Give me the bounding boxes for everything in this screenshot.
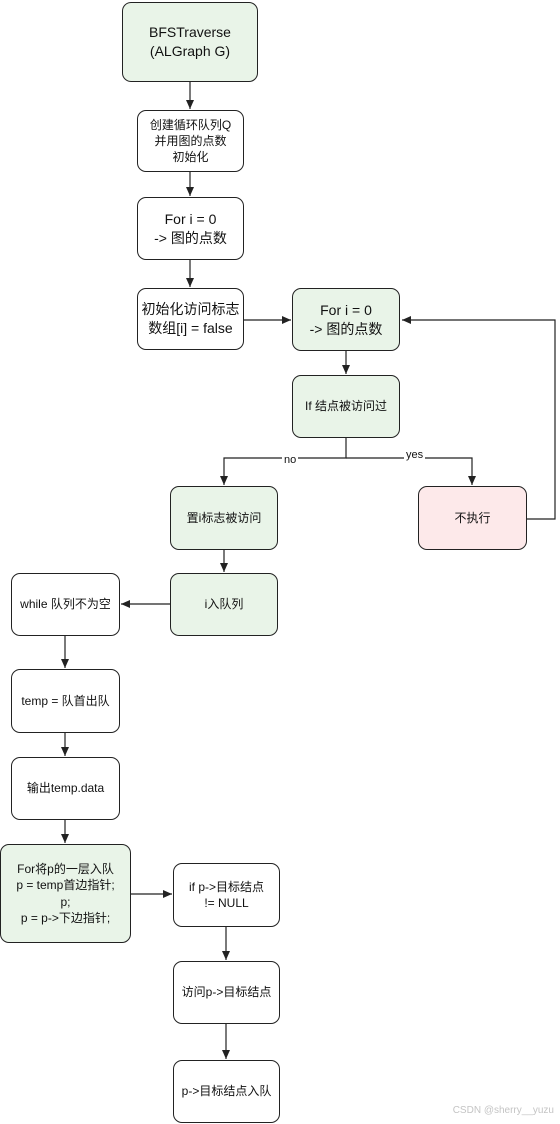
node-while-not-empty: while 队列不为空 bbox=[11, 573, 120, 636]
node-set-visited: 置i标志被访问 bbox=[170, 486, 278, 550]
node-dequeue: temp = 队首出队 bbox=[11, 669, 120, 733]
node-visit-target: 访问p->目标结点 bbox=[173, 961, 280, 1024]
node-if-visited: If 结点被访问过 bbox=[292, 375, 400, 438]
node-if-target: if p->目标结点 != NULL bbox=[173, 863, 280, 927]
node-for-loop: For i = 0 -> 图的点数 bbox=[292, 288, 400, 351]
node-skip: 不执行 bbox=[418, 486, 527, 550]
edge-skip-loopback bbox=[402, 316, 556, 520]
watermark: CSDN @sherry__yuzu bbox=[452, 1105, 554, 1116]
node-enqueue-target: p->目标结点入队 bbox=[173, 1060, 280, 1123]
edge-label-no: no bbox=[282, 454, 299, 466]
node-bfs-traverse: BFSTraverse (ALGraph G) bbox=[122, 2, 258, 82]
node-output: 输出temp.data bbox=[11, 757, 120, 820]
node-for-layer: For将p的一层入队 p = temp首边指针; p; p = p->下边指针; bbox=[0, 844, 131, 943]
node-init-visited: 初始化访问标志 数组[i] = false bbox=[137, 288, 244, 350]
node-for-init: For i = 0 -> 图的点数 bbox=[137, 197, 244, 260]
edge-label-yes: yes bbox=[404, 449, 426, 461]
edge-if-yes bbox=[346, 457, 476, 485]
node-create-queue: 创建循环队列Q 并用图的点数 初始化 bbox=[137, 110, 244, 172]
node-enqueue-i: i入队列 bbox=[170, 573, 278, 636]
